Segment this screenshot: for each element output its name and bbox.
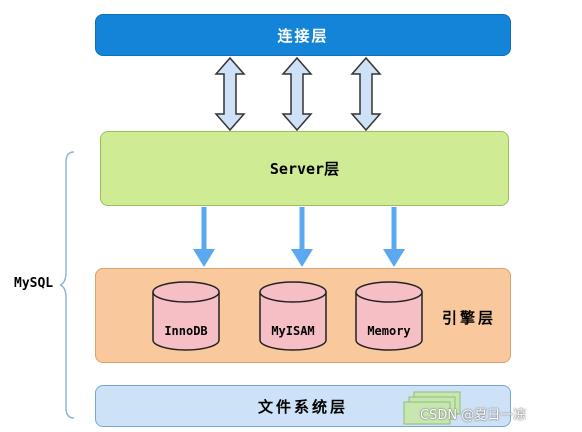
myisam-cylinder (259, 281, 327, 351)
engine-layer-label: 引擎层 (442, 309, 497, 327)
memory-label: Memory (367, 324, 411, 338)
myisam-label: MyISAM (271, 324, 315, 338)
connection-layer-label: 连接层 (277, 26, 329, 45)
mysql-brace (60, 151, 75, 419)
double-arrow-3 (350, 56, 382, 132)
innodb-cylinder (152, 281, 220, 351)
server-layer: Server层 (100, 131, 509, 206)
server-layer-label: Server层 (269, 160, 340, 178)
down-arrow-2 (291, 207, 313, 267)
innodb-label: InnoDB (164, 324, 208, 338)
double-arrow-1 (214, 56, 246, 132)
watermark-credit: CSDN @夏日一凉 (420, 408, 527, 423)
down-arrow-3 (383, 207, 405, 267)
stacked-pages-icon (403, 391, 461, 425)
connection-layer: 连接层 (95, 14, 511, 56)
down-arrow-1 (193, 207, 215, 267)
mysql-group-label: MySQL (14, 276, 54, 291)
filesystem-layer-label: 文件系统层 (257, 397, 348, 416)
memory-cylinder (355, 281, 423, 351)
double-arrow-2 (281, 56, 313, 132)
